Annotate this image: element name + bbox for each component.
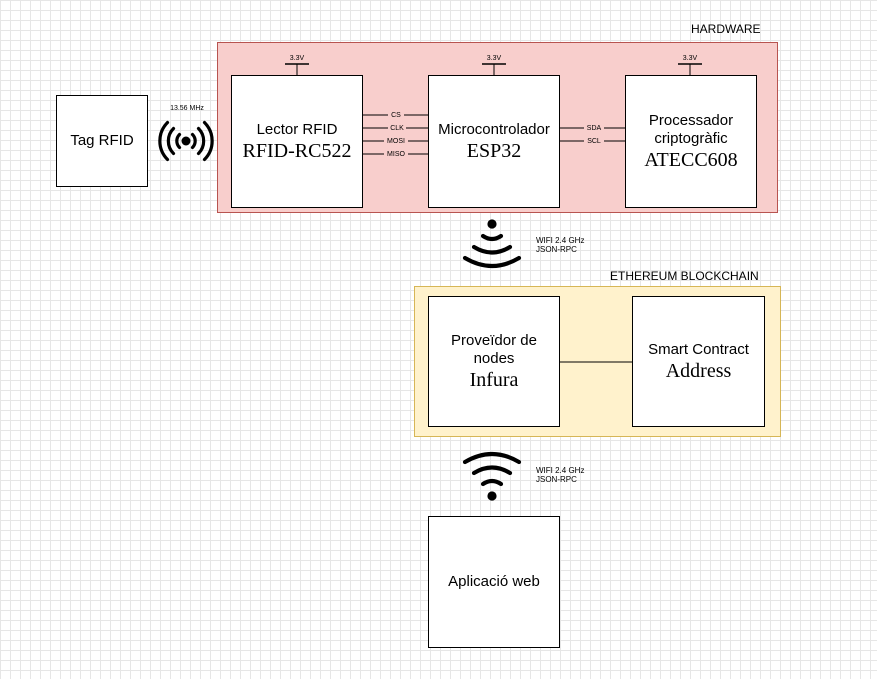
wifi-icon-upper xyxy=(462,219,522,269)
microcontroller-box: Microcontrolador ESP32 xyxy=(428,75,560,208)
rfid-reader-box: Lector RFID RFID-RC522 xyxy=(231,75,363,208)
node-provider-box: Proveïdor de nodes Infura xyxy=(428,296,560,427)
power-label: 3.3V xyxy=(487,55,502,62)
spi-bus: CS CLK MOSI MISO xyxy=(362,110,429,158)
microcontroller-model: ESP32 xyxy=(466,139,522,162)
node-provider-title-line2: nodes xyxy=(473,349,515,367)
rfid-reader-model: RFID-RC522 xyxy=(242,139,352,162)
power-label: 3.3V xyxy=(290,55,305,62)
power-rail-crypto: 3.3V xyxy=(678,55,702,75)
power-rail-microcontroller: 3.3V xyxy=(482,55,506,75)
lower-link-rpc: JSON-RPC xyxy=(536,475,577,485)
node-provider-title-line1: Proveïdor de xyxy=(451,331,537,349)
spi-pin-clk: CLK xyxy=(390,125,404,132)
lower-link-protocol: WIFI 2.4 GHz xyxy=(536,466,585,475)
i2c-bus: SDA SCL xyxy=(559,123,626,145)
ethereum-group-label: ETHEREUM BLOCKCHAIN xyxy=(610,269,759,283)
rfid-radio-icon xyxy=(158,120,214,162)
smart-contract-box: Smart Contract Address xyxy=(632,296,765,427)
node-provider-model: Infura xyxy=(469,368,519,391)
rfid-reader-title: Lector RFID xyxy=(256,120,338,138)
spi-pin-cs: CS xyxy=(391,112,401,119)
spi-pin-miso: MISO xyxy=(387,151,405,158)
i2c-pin-scl: SCL xyxy=(587,138,601,145)
crypto-processor-box: Processador criptogràfic ATECC608 xyxy=(625,75,757,208)
upper-link-rpc: JSON-RPC xyxy=(536,245,577,255)
crypto-title-line2: criptogràfic xyxy=(654,129,728,147)
microcontroller-title: Microcontrolador xyxy=(438,120,550,138)
crypto-title-line1: Processador xyxy=(648,111,734,129)
i2c-pin-sda: SDA xyxy=(587,125,602,132)
spi-pin-mosi: MOSI xyxy=(387,138,405,145)
web-app-title: Aplicació web xyxy=(448,573,540,590)
wifi-icon-lower xyxy=(462,451,522,501)
crypto-model: ATECC608 xyxy=(644,148,738,171)
power-rail-rfid-reader: 3.3V xyxy=(285,55,309,75)
smart-contract-model: Address xyxy=(665,359,732,382)
tag-rfid-box: Tag RFID xyxy=(56,95,148,187)
web-app-box: Aplicació web xyxy=(428,516,560,648)
tag-rfid-label: Tag RFID xyxy=(70,132,134,149)
upper-link-note: WIFI 2.4 GHz JSON-RPC xyxy=(536,236,584,254)
smart-contract-title: Smart Contract xyxy=(648,340,749,358)
upper-link-protocol: WIFI 2.4 GHz xyxy=(536,236,585,245)
rfid-frequency-label: 13.56 MHz xyxy=(170,105,204,112)
lower-link-note: WIFI 2.4 GHz JSON-RPC xyxy=(536,466,584,484)
hardware-group-label: HARDWARE xyxy=(691,22,761,36)
power-label: 3.3V xyxy=(683,55,698,62)
